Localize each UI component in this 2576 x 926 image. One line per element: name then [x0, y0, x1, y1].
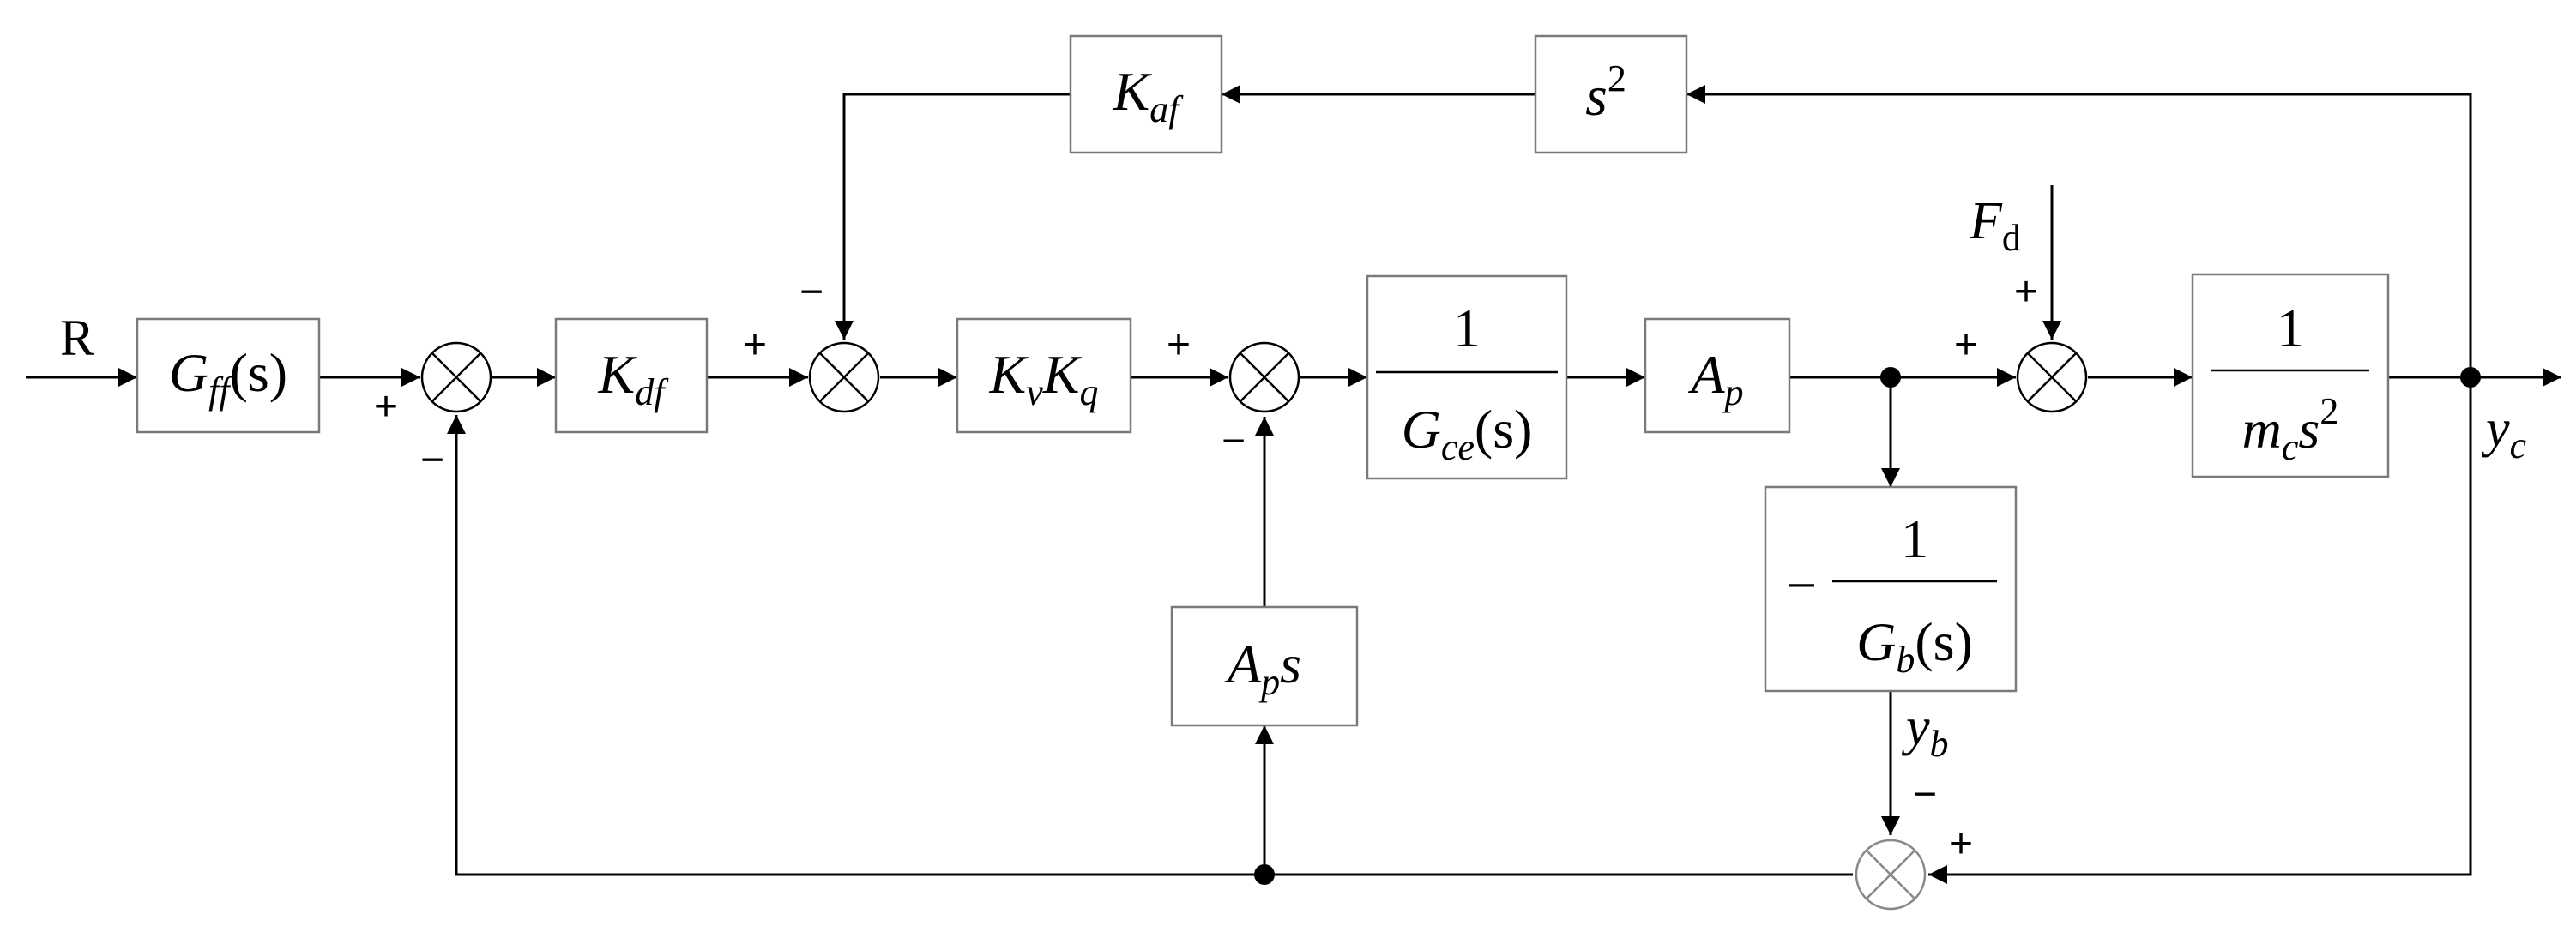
sign-sum3-minus: −	[1222, 418, 1246, 464]
summing-junction-3	[1228, 341, 1300, 413]
sign-sum4-plus: +	[1954, 322, 1978, 368]
summing-junction-2	[808, 341, 880, 413]
signal-label-yb: yb	[1901, 698, 1949, 765]
sign-sum5-minus: −	[1913, 772, 1937, 817]
sign-sum1-plus: +	[374, 384, 398, 430]
svg-text:Gb(s): Gb(s)	[1856, 611, 1973, 681]
junction-ap-output	[1880, 367, 1901, 388]
block-gff: Gff(s)	[136, 317, 321, 434]
block-s2: s2	[1534, 34, 1688, 154]
input-label-r: R	[60, 310, 94, 366]
wire-output-to-sum5	[1928, 377, 2472, 884]
svg-text:KvKq: KvKq	[989, 344, 1099, 413]
svg-text:1: 1	[1901, 508, 1928, 569]
sign-sum3-plus: +	[1167, 322, 1191, 368]
block-ap: Ap	[1644, 317, 1791, 434]
svg-text:Ap: Ap	[1687, 344, 1743, 413]
sign-sum2-minus: −	[799, 269, 823, 315]
svg-text:Gff(s): Gff(s)	[169, 342, 287, 412]
wire-sum5-to-sum1	[447, 415, 1853, 876]
wire-kaf-to-sum2	[835, 93, 1071, 340]
sign-sum1-minus: −	[420, 437, 444, 483]
svg-text:Kdf: Kdf	[598, 344, 670, 413]
block-kdf: Kdf	[554, 317, 709, 434]
svg-text:Gce(s): Gce(s)	[1402, 399, 1533, 468]
sign-sum4-disturbance-plus: +	[2014, 269, 2038, 315]
block-kvkq: KvKq	[956, 317, 1132, 434]
svg-text:1: 1	[1453, 298, 1481, 358]
summing-junction-5	[1855, 839, 1927, 911]
wire-output-to-s2	[1686, 85, 2472, 377]
junction-feedback	[1254, 864, 1275, 885]
junction-system-output	[2460, 367, 2481, 388]
summing-junction-4	[2016, 341, 2088, 413]
svg-text:1: 1	[2277, 298, 2304, 358]
block-gb: − 1 Gb(s)	[1764, 485, 2018, 693]
disturbance-label-fd: Fd	[1969, 192, 2021, 259]
svg-text:Aps: Aps	[1224, 634, 1301, 703]
block-kaf: Kaf	[1069, 34, 1223, 154]
summing-junction-1	[420, 341, 492, 413]
svg-text:mcs2: mcs2	[2242, 390, 2339, 468]
signal-wires	[26, 85, 2561, 884]
sign-sum2-plus: +	[743, 322, 767, 368]
output-label-yc: yc	[2481, 400, 2527, 466]
block-gce: 1 Gce(s)	[1366, 274, 1568, 480]
block-mc: 1 mcs2	[2191, 273, 2390, 478]
sign-sum5-plus: +	[1949, 821, 1973, 867]
svg-text:s2: s2	[1585, 57, 1626, 128]
svg-text:Kaf: Kaf	[1113, 61, 1185, 130]
block-aps: Aps	[1170, 605, 1359, 727]
svg-text:−: −	[1786, 555, 1817, 616]
